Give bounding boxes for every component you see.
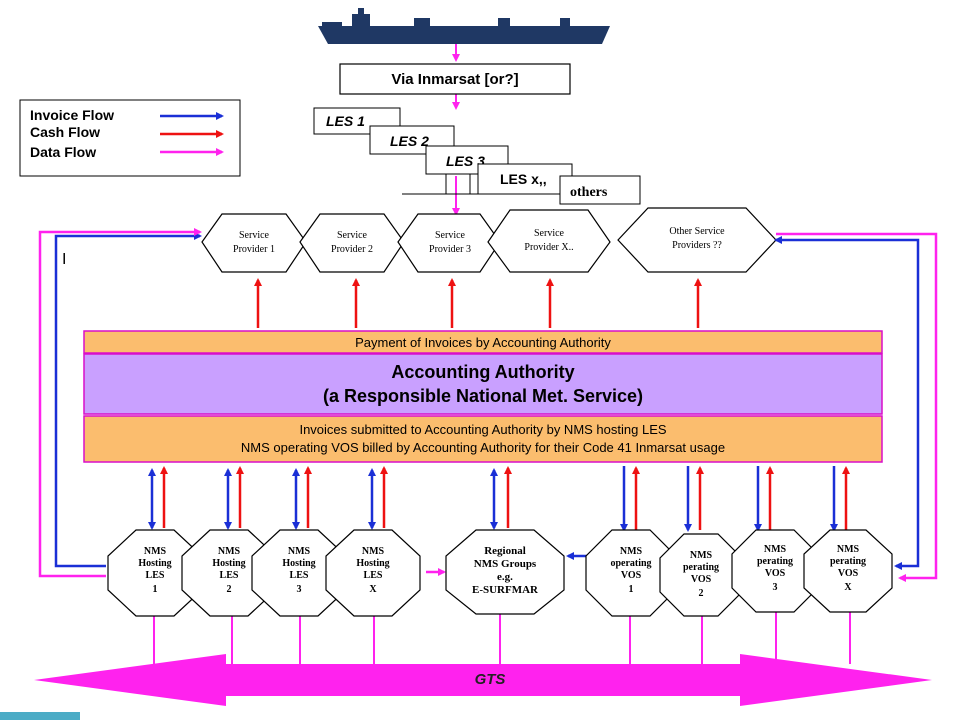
svg-text:perating: perating (830, 556, 866, 567)
svg-text:LES: LES (146, 570, 165, 581)
svg-text:NMS Groups: NMS Groups (474, 558, 537, 570)
les-3-label: LES 3 (446, 153, 485, 169)
legend: Invoice Flow Cash Flow Data Flow (19, 99, 241, 177)
svg-text:1: 1 (153, 584, 158, 595)
node-operating-vos-2: NMS perating VOS 2 (659, 533, 743, 617)
left-data-loop (38, 228, 202, 578)
svg-text:Hosting: Hosting (138, 558, 171, 569)
inmarsat-box: Via Inmarsat [or?] (339, 63, 571, 95)
svg-text:1: 1 (629, 584, 634, 595)
les-stack: LES 1 LES 2 LES 3 LES x,, others (313, 107, 641, 205)
les-1-label: LES 1 (326, 113, 365, 129)
svg-text:X: X (369, 584, 377, 595)
gts-data-lines (153, 610, 851, 664)
provider-1: Service Provider 1 (201, 213, 307, 273)
authority-band (83, 353, 883, 415)
provider-2: Service Provider 2 (299, 213, 405, 273)
outer-loops (38, 228, 938, 582)
payment-band-label: Payment of Invoices by Accounting Author… (355, 335, 611, 350)
provider-3: Service Provider 3 (397, 213, 501, 273)
provider-x: Service Provider X.. (487, 209, 611, 273)
svg-text:VOS: VOS (838, 568, 859, 579)
les-x-label: LES x,, (500, 171, 547, 187)
svg-text:LES: LES (290, 570, 309, 581)
svg-text:2: 2 (227, 584, 232, 595)
inmarsat-label: Via Inmarsat [or?] (391, 71, 518, 88)
svg-text:3: 3 (297, 584, 302, 595)
svg-text:VOS: VOS (765, 568, 786, 579)
ship-icon (318, 8, 610, 44)
provider-2-line2: Provider 2 (331, 244, 373, 255)
svg-text:perating: perating (683, 562, 719, 573)
authority-subtitle: (a Responsible National Met. Service) (323, 386, 643, 406)
svg-text:E-SURFMAR: E-SURFMAR (472, 584, 539, 596)
provider-1-line1: Service (239, 230, 270, 241)
provider-other-line2: Providers ?? (672, 240, 722, 251)
node-hosting-les-3: NMS Hosting LES 3 (251, 529, 347, 617)
svg-text:Hosting: Hosting (356, 558, 389, 569)
right-data-loop (776, 232, 938, 582)
svg-text:3: 3 (773, 582, 778, 593)
legend-data-label: Data Flow (30, 144, 96, 160)
legend-invoice-label: Invoice Flow (30, 107, 114, 123)
svg-text:NMS: NMS (837, 544, 860, 555)
svg-text:Hosting: Hosting (212, 558, 245, 569)
others-box (559, 175, 641, 205)
right-invoice-loop (774, 236, 920, 570)
provider-3-line1: Service (435, 230, 466, 241)
svg-text:X: X (844, 582, 852, 593)
svg-text:operating: operating (610, 558, 651, 569)
svg-text:LES: LES (364, 570, 383, 581)
node-hosting-les-1: NMS Hosting LES 1 (107, 529, 203, 617)
svg-text:LES: LES (220, 570, 239, 581)
svg-text:Hosting: Hosting (282, 558, 315, 569)
invoices-band (83, 415, 883, 463)
svg-text:NMS: NMS (144, 546, 167, 557)
svg-text:NMS: NMS (288, 546, 311, 557)
provider-3-line2: Provider 3 (429, 244, 471, 255)
svg-text:NMS: NMS (218, 546, 241, 557)
left-invoice-loop (54, 232, 202, 568)
svg-text:NMS: NMS (764, 544, 787, 555)
authority-title: Accounting Authority (391, 362, 574, 382)
provider-1-line2: Provider 1 (233, 244, 275, 255)
gts-arrow: GTS (34, 654, 932, 706)
svg-text:perating: perating (757, 556, 793, 567)
svg-text:2: 2 (699, 588, 704, 599)
nms-nodes: NMS Hosting LES 1 NMS Hosting LES 2 NMS … (107, 529, 893, 617)
node-operating-vos-x: NMS perating VOS X (803, 529, 893, 613)
node-operating-vos-1: NMS operating VOS 1 (585, 529, 677, 617)
les-2-label: LES 2 (390, 133, 429, 149)
svg-text:VOS: VOS (691, 574, 712, 585)
invoices-line2: NMS operating VOS billed by Accounting A… (241, 440, 725, 455)
provider-other-line1: Other Service (669, 226, 725, 237)
legend-cash-label: Cash Flow (30, 124, 100, 140)
svg-text:NMS: NMS (690, 550, 713, 561)
side-mark: I (62, 251, 66, 268)
others-label: others (570, 185, 608, 200)
provider-x-line2: Provider X.. (524, 242, 573, 253)
provider-2-line1: Service (337, 230, 368, 241)
service-providers: Service Provider 1 Service Provider 2 Se… (201, 207, 777, 273)
provider-x-line1: Service (534, 228, 565, 239)
node-hosting-les-x: NMS Hosting LES X (325, 529, 421, 617)
node-hosting-les-2: NMS Hosting LES 2 (181, 529, 277, 617)
svg-text:VOS: VOS (621, 570, 642, 581)
corner-tab (0, 712, 80, 720)
node-arrows (148, 466, 850, 576)
svg-text:e.g.: e.g. (497, 571, 513, 583)
svg-text:Regional: Regional (484, 545, 526, 557)
provider-other: Other Service Providers ?? (617, 207, 777, 273)
node-operating-vos-3: NMS perating VOS 3 (731, 529, 819, 613)
svg-text:NMS: NMS (362, 546, 385, 557)
authority-bands: Payment of Invoices by Accounting Author… (83, 330, 883, 463)
invoices-line1: Invoices submitted to Accounting Authori… (299, 422, 666, 437)
gts-label: GTS (475, 671, 506, 688)
svg-text:NMS: NMS (620, 546, 643, 557)
node-regional: Regional NMS Groups e.g. E-SURFMAR (445, 529, 565, 615)
payment-arrows (254, 278, 702, 328)
